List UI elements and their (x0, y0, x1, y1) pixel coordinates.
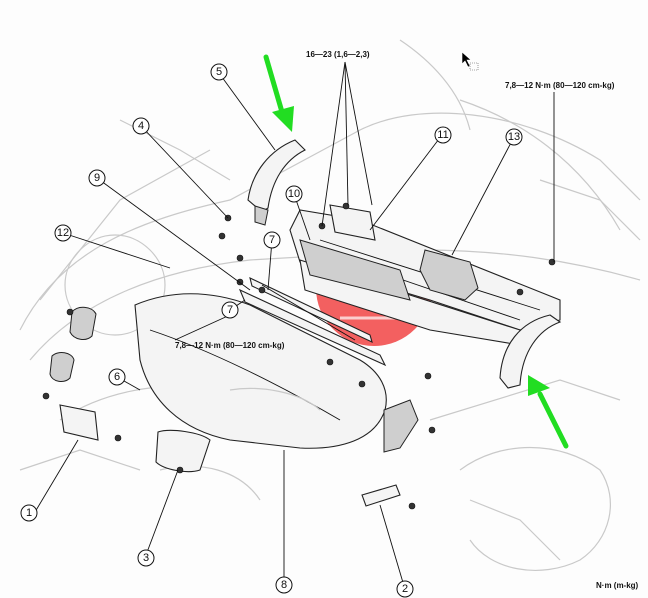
callout-number: 1 (26, 507, 32, 519)
callout-13: 13 (505, 128, 523, 146)
torque-label-left: 7,8—12 N·m (80—120 cm-kg) (175, 341, 285, 350)
fender-liner-right (499, 314, 562, 389)
callout-number: 8 (281, 579, 287, 591)
green-arrow-icon (263, 54, 294, 132)
callout-6: 6 (108, 368, 126, 386)
callout-number: 5 (216, 66, 222, 78)
callout-number: 3 (143, 552, 149, 564)
callout-10: 10 (285, 185, 303, 203)
callout-7a: 7 (263, 231, 281, 249)
callout-number: 12 (57, 227, 69, 239)
callout-number: 13 (508, 131, 520, 143)
torque-label-right: 7,8—12 N·m (80—120 cm-kg) (505, 81, 615, 90)
callout-number: 6 (114, 371, 120, 383)
callout-number: 2 (402, 583, 408, 595)
bumper-cover (134, 293, 387, 449)
callout-5: 5 (210, 63, 228, 81)
side-marker-right (361, 399, 419, 507)
callout-11: 11 (434, 126, 452, 144)
turn-lamp-left (49, 306, 211, 473)
callout-9: 9 (88, 169, 106, 187)
units-note: N·m (m-kg) (596, 581, 639, 590)
callout-12: 12 (54, 224, 72, 242)
leader-lines (34, 61, 555, 587)
callout-number: 9 (94, 172, 100, 184)
green-arrow-icon (528, 375, 569, 449)
fender-liner-left (247, 139, 306, 226)
callout-number: 4 (138, 120, 144, 132)
callout-7b: 7 (221, 301, 239, 319)
callout-8: 8 (275, 576, 293, 594)
callout-2: 2 (396, 580, 414, 598)
fasteners (42, 202, 556, 510)
reinforcement-bar (238, 277, 387, 367)
callout-4: 4 (132, 117, 150, 135)
energy-absorber (299, 204, 411, 301)
callout-number: 11 (437, 129, 448, 141)
callout-number: 10 (288, 188, 300, 200)
callout-3: 3 (137, 549, 155, 567)
callout-1: 1 (20, 504, 38, 522)
callout-number: 7 (269, 234, 275, 246)
cursor-arrow-icon (461, 51, 479, 71)
torque-label-top: 16—23 (1,6—2,3) (306, 50, 370, 59)
callout-number: 7 (227, 304, 233, 316)
bracket-13 (419, 249, 479, 301)
